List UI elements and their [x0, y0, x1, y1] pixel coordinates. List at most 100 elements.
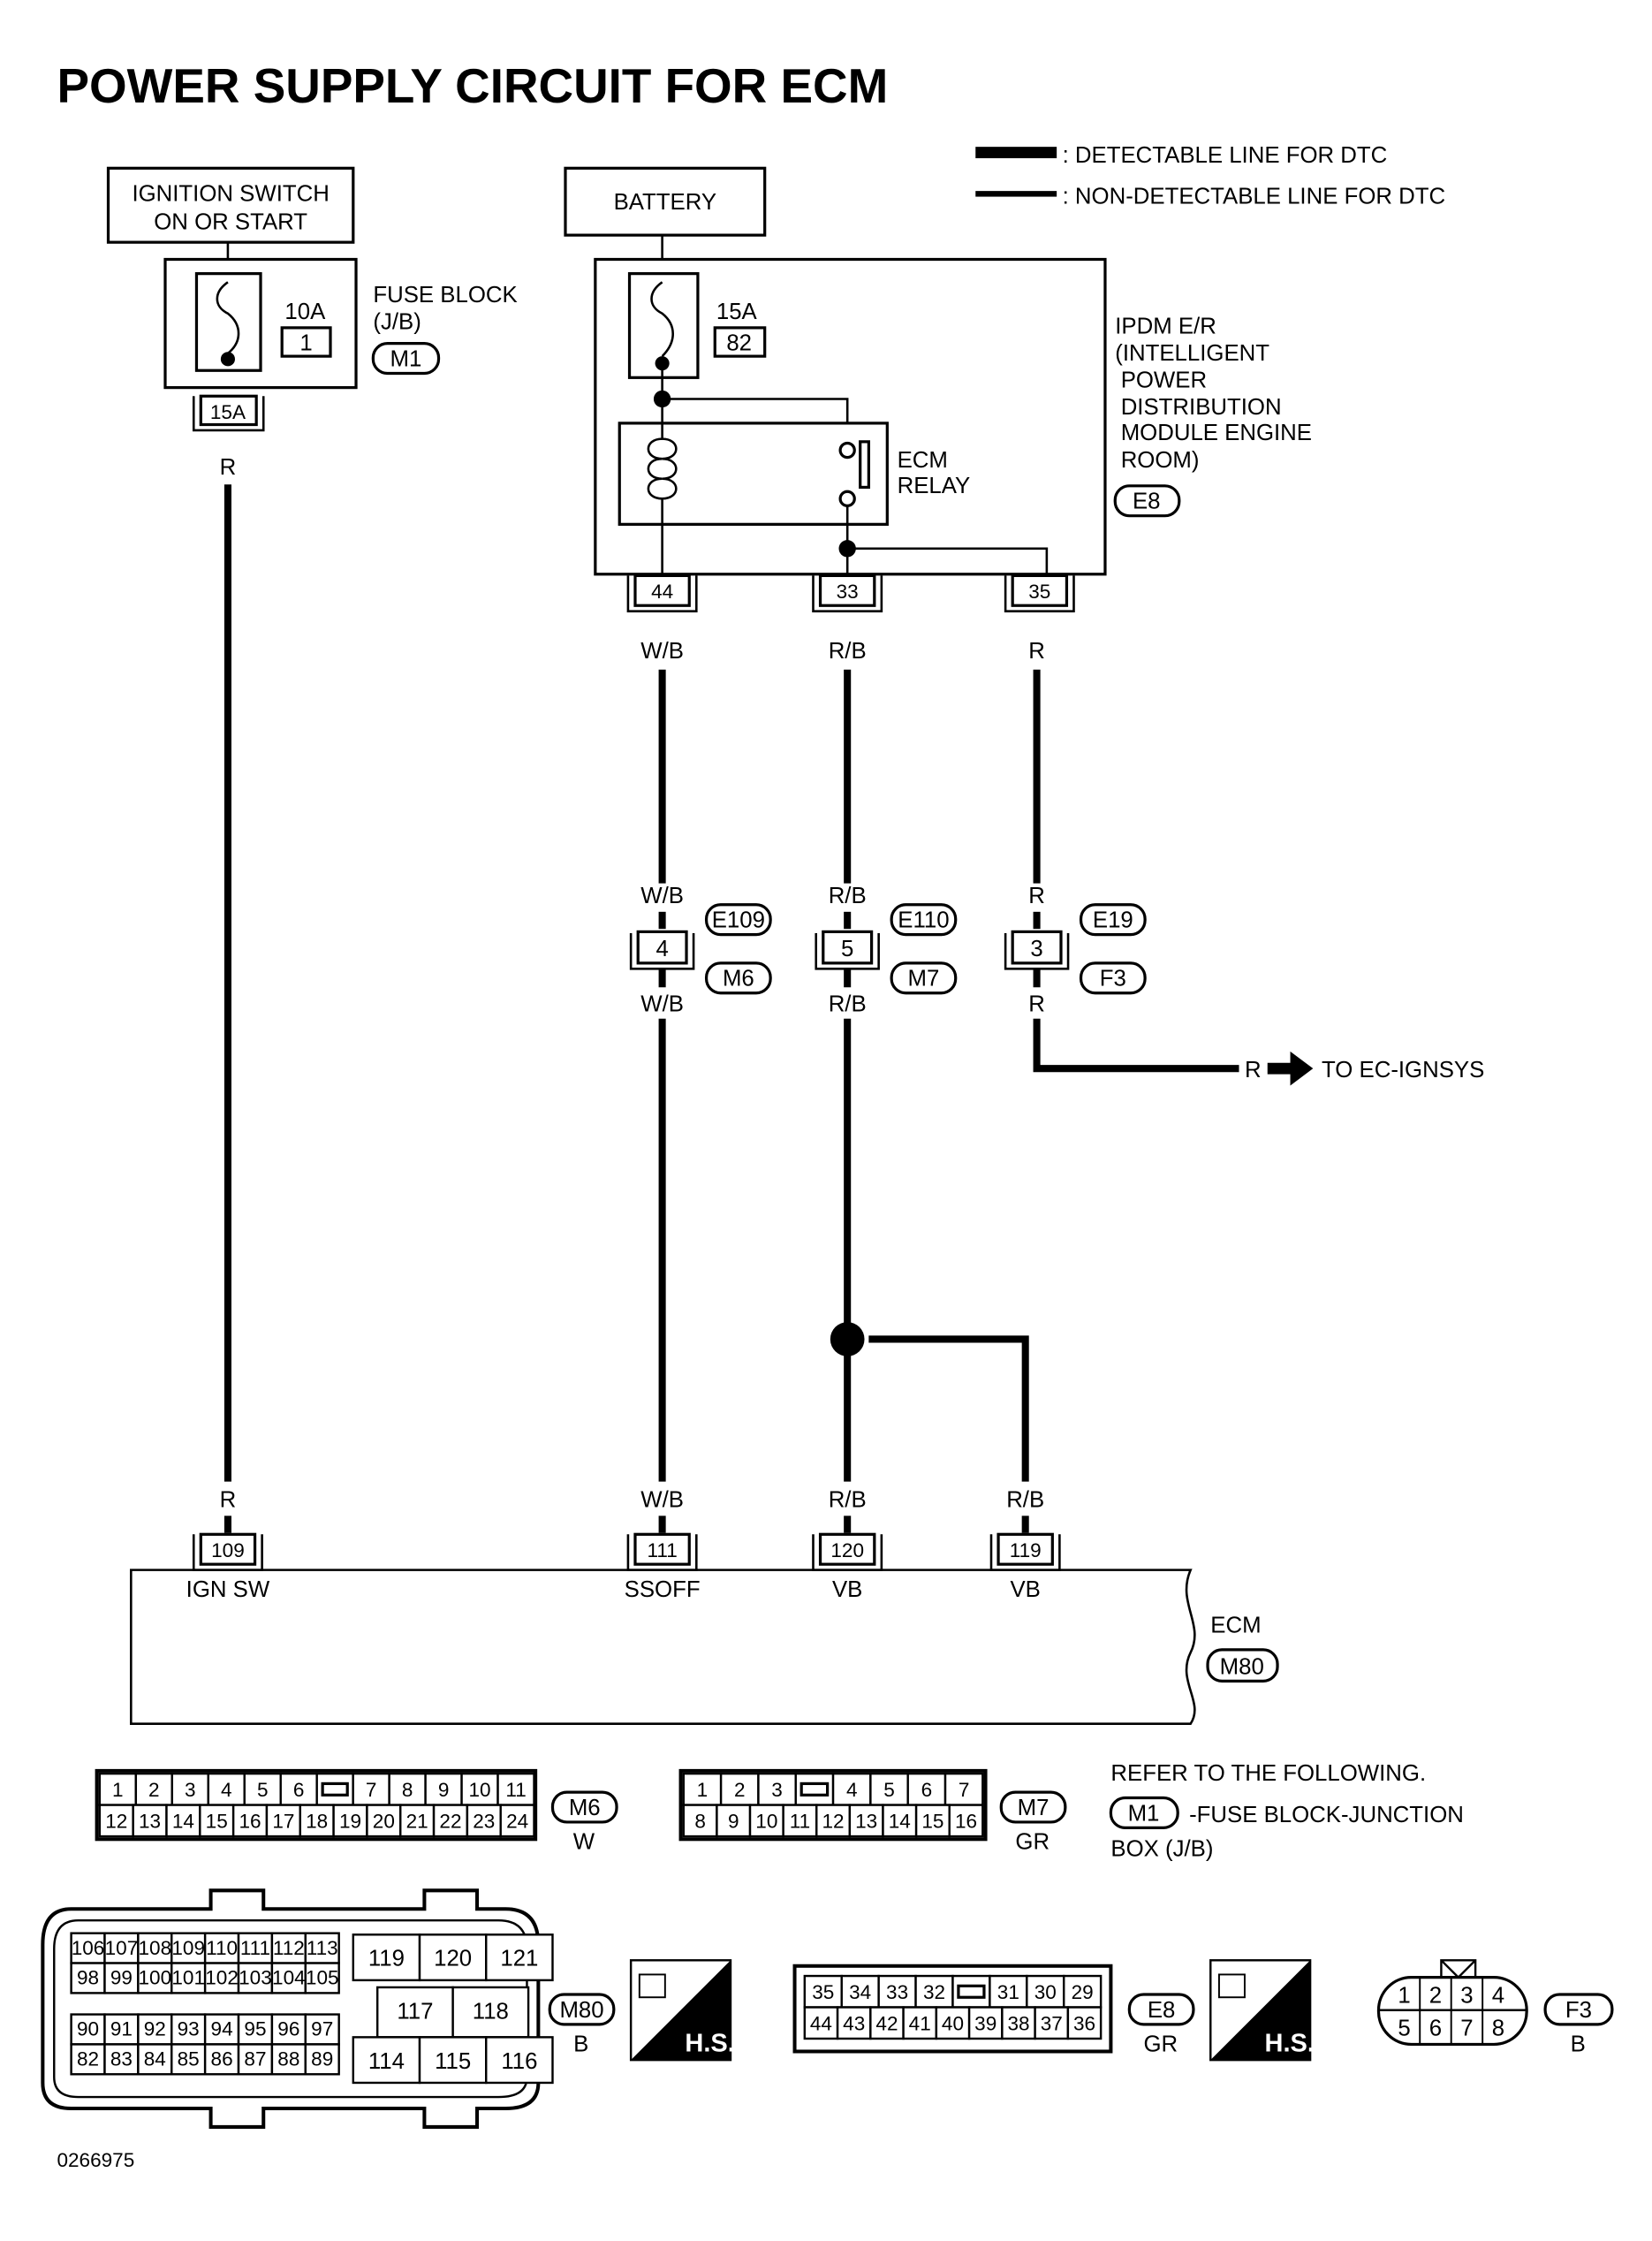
- connector-tag-m7: [999, 1790, 1067, 1824]
- refer-box: BOX (J/B): [1110, 1837, 1213, 1862]
- wire-color-label: W/B: [640, 884, 684, 908]
- svg-text:16: 16: [955, 1810, 977, 1832]
- pin-91: 91: [103, 2013, 140, 2046]
- pin-38: 38: [1001, 2006, 1036, 2040]
- svg-text:E109: E109: [712, 908, 765, 933]
- terminal-33: 33: [812, 574, 883, 612]
- svg-text:M7: M7: [908, 967, 940, 991]
- svg-text:38: 38: [1007, 2012, 1029, 2034]
- svg-text:18: 18: [306, 1810, 328, 1832]
- svg-text:12: 12: [822, 1810, 845, 1832]
- svg-text:94: 94: [211, 2018, 233, 2040]
- pin-117: 117: [375, 1986, 454, 2039]
- svg-text:17: 17: [272, 1810, 294, 1832]
- fuse-icon: [650, 281, 674, 358]
- pin-93: 93: [171, 2013, 207, 2046]
- pin-2: 2: [719, 1772, 760, 1806]
- relay-coil-icon: [661, 422, 678, 574]
- svg-text:120: 120: [434, 1947, 472, 1971]
- pin-6: 6: [1429, 2017, 1442, 2041]
- pin-12: 12: [98, 1804, 134, 1838]
- connector-tag-e109: [704, 903, 772, 937]
- svg-text:E19: E19: [1093, 908, 1133, 933]
- pin-103: 103: [237, 1962, 274, 1994]
- svg-text:E8: E8: [1148, 1998, 1176, 2023]
- ecm-terminal-name: IGN SW: [186, 1577, 270, 1602]
- wire-color-label: R: [1028, 992, 1045, 1017]
- wire-color-label: R/B: [829, 992, 867, 1017]
- pin-14: 14: [165, 1804, 201, 1838]
- svg-text:7: 7: [959, 1779, 970, 1801]
- to-ec-ignsys-link[interactable]: TO EC-IGNSYS: [1322, 1058, 1484, 1083]
- svg-text:M6: M6: [569, 1796, 601, 1820]
- ecm-terminal-name: VB: [1010, 1577, 1040, 1602]
- svg-text:23: 23: [473, 1810, 495, 1832]
- svg-text:1: 1: [697, 1779, 709, 1801]
- pin-31: 31: [989, 1974, 1028, 2009]
- svg-text:DISTRIBUTION: DISTRIBUTION: [1121, 395, 1282, 420]
- pin-114: 114: [352, 2036, 421, 2085]
- ecm-box: [130, 1569, 1196, 1726]
- pin-14: 14: [882, 1804, 918, 1838]
- ecm-terminal-111: 111: [626, 1532, 698, 1571]
- svg-text:5: 5: [883, 1779, 895, 1801]
- pin-90: 90: [70, 2013, 106, 2046]
- svg-text:4: 4: [221, 1779, 232, 1801]
- pin-11: 11: [496, 1772, 535, 1806]
- ipdm-label: IPDM E/R (INTELLIGENT POWER DISTRIBUTION…: [1115, 314, 1312, 473]
- pin-15: 15: [199, 1804, 235, 1838]
- pin-18: 18: [299, 1804, 335, 1838]
- svg-text:106: 106: [72, 1937, 105, 1959]
- svg-text:119: 119: [1010, 1539, 1042, 1561]
- detectable-line-swatch: [975, 147, 1057, 159]
- refer-fuse-block: -FUSE BLOCK-JUNCTION: [1189, 1803, 1464, 1827]
- svg-text:33: 33: [837, 581, 859, 603]
- svg-text:13: 13: [139, 1810, 161, 1832]
- inline-connector-4: 4: [629, 930, 695, 970]
- pin-8: 8: [388, 1772, 427, 1806]
- connector-key: [794, 1772, 835, 1806]
- svg-text:89: 89: [311, 2048, 333, 2070]
- connector-tag-e8: [1113, 484, 1181, 518]
- non-detectable-line-swatch: [975, 191, 1057, 197]
- pin-100: 100: [137, 1962, 173, 1994]
- pin-17: 17: [265, 1804, 301, 1838]
- pin-104: 104: [270, 1962, 307, 1994]
- legend-detectable: : DETECTABLE LINE FOR DTC: [1063, 143, 1388, 168]
- pin-107: 107: [103, 1932, 140, 1964]
- pin-1: 1: [682, 1772, 723, 1806]
- svg-text:104: 104: [272, 1967, 306, 1989]
- svg-text:3: 3: [771, 1779, 783, 1801]
- pin-4: 4: [207, 1772, 246, 1806]
- pin-13: 13: [132, 1804, 168, 1838]
- svg-text:35: 35: [1028, 581, 1050, 603]
- svg-text:8: 8: [694, 1810, 706, 1832]
- pin-8: 8: [1492, 2017, 1504, 2041]
- pin-113: 113: [304, 1932, 340, 1964]
- pin-35: 35: [803, 1974, 843, 2009]
- svg-text:M1: M1: [1128, 1801, 1160, 1826]
- svg-text:109: 109: [171, 1937, 205, 1959]
- svg-text:119: 119: [368, 1947, 405, 1971]
- pin-3: 3: [171, 1772, 209, 1806]
- pin-88: 88: [270, 2043, 307, 2076]
- svg-text:107: 107: [105, 1937, 139, 1959]
- pin-101: 101: [171, 1962, 207, 1994]
- terminal-15a: 15A: [192, 394, 265, 432]
- connector-tag-m1: [371, 342, 441, 376]
- svg-text:8: 8: [402, 1779, 413, 1801]
- connector-tag-f3-view: [1543, 1993, 1614, 2026]
- wire-color-label: R/B: [829, 1488, 867, 1513]
- pin-3: 3: [757, 1772, 797, 1806]
- connector-tag-m6: [704, 961, 772, 995]
- pin-82: 82: [70, 2043, 106, 2076]
- pin-19: 19: [332, 1804, 368, 1838]
- wire-color-ign: R: [220, 455, 237, 480]
- pin-121: 121: [485, 1933, 554, 1982]
- pin-1: 1: [1398, 1984, 1410, 2009]
- pin-2: 2: [1429, 1984, 1442, 2009]
- svg-text:H.S.: H.S.: [1265, 2029, 1315, 2057]
- pin-37: 37: [1034, 2006, 1070, 2040]
- svg-text:29: 29: [1072, 1981, 1094, 2003]
